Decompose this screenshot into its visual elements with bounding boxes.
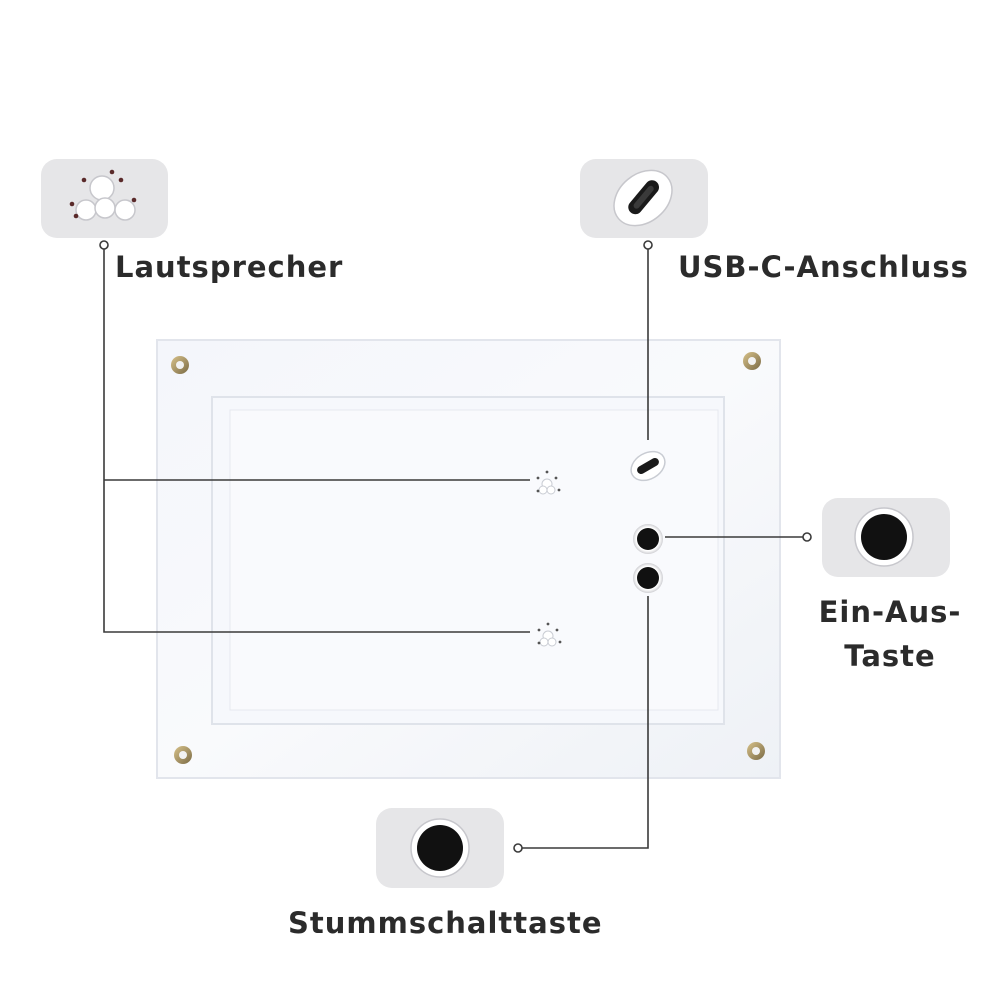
speaker-grille-top <box>536 470 561 495</box>
leader-lines <box>99 240 812 853</box>
screw-bottom-right <box>747 742 765 760</box>
usb-c-port <box>630 450 666 482</box>
usb-c-label: USB-C-Anschluss <box>678 250 969 284</box>
power-leader-dot <box>802 532 812 542</box>
speaker-label: Lautsprecher <box>115 250 344 284</box>
mute-button-label: Stummschalttaste <box>288 906 603 940</box>
power-button-label: Ein-Aus-Taste <box>818 595 962 673</box>
mute-leader-line <box>522 596 649 849</box>
mute-inset <box>376 808 504 888</box>
mute-leader-dot <box>513 843 523 853</box>
screw-top-left <box>171 356 189 374</box>
power-button <box>633 524 663 554</box>
speaker-grille-bottom <box>537 622 562 647</box>
mute-button-icon <box>410 818 470 878</box>
usb-inset <box>580 159 708 238</box>
screw-bottom-left <box>174 746 192 764</box>
power-button-icon <box>854 507 914 567</box>
usb-leader-dot <box>643 240 653 250</box>
mute-button <box>633 563 663 593</box>
speaker-leader-dot <box>99 240 109 250</box>
speaker-leader-bottom <box>103 249 530 633</box>
speaker-inset <box>41 159 168 238</box>
power-inset <box>822 498 950 577</box>
speaker-grille-icon <box>69 169 137 221</box>
usb-c-port-icon <box>613 169 673 227</box>
screw-top-right <box>743 352 761 370</box>
frame-back <box>156 339 781 779</box>
